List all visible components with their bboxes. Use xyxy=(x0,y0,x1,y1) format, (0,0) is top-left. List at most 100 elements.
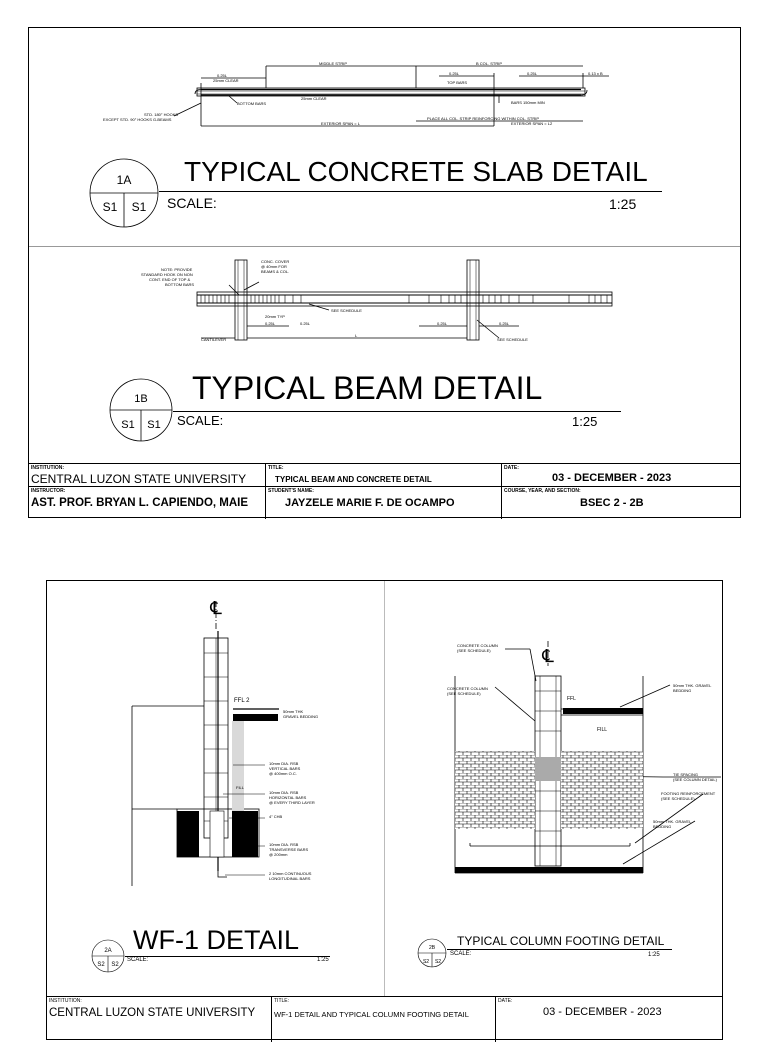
footing-ffl: FFL xyxy=(567,696,576,702)
footing-gravel-bottom xyxy=(455,867,643,873)
beam-note-3: CONT. END OF TOP & xyxy=(149,277,190,282)
beam-cover-2: @ 40mm FOR xyxy=(261,264,287,269)
beam-l-c: 0.25L xyxy=(437,321,448,326)
wf1-scale-label: SCALE: xyxy=(127,957,149,963)
footing-reinf-2: (SEE SCHEDULE) xyxy=(661,796,695,801)
footing-col1: CONCRETE COLUMN xyxy=(457,643,498,648)
slab-bubble-number: 1A xyxy=(117,173,132,187)
tb2-institution: CENTRAL LUZON STATE UNIVERSITY xyxy=(49,1007,256,1019)
slab-bubble-sheet-left: S1 xyxy=(103,200,118,214)
footing-bubble-sheet-left: S2 xyxy=(423,959,429,965)
footing-detail-title: TYPICAL COLUMN FOOTING DETAIL xyxy=(457,934,665,948)
beam-note-1: NOTE: PROVIDE xyxy=(161,267,193,272)
beam-cover-3: BEAMS & COL. xyxy=(261,269,289,274)
tb2-title: WF-1 DETAIL AND TYPICAL COLUMN FOOTING D… xyxy=(274,1010,469,1019)
column-footing-drawing: ℄ CONCRETE COLUMN (SEE SCHEDULE) CONCRET… xyxy=(447,641,721,874)
footing-hatch-right xyxy=(561,751,643,829)
wf1-fill: FILL xyxy=(236,785,245,790)
slab-l4-c: 0.25L xyxy=(527,71,538,76)
slab-exterior-span2: EXTERIOR SPAN = L2 xyxy=(511,121,553,126)
slab-l4-b: 0.25L xyxy=(449,71,460,76)
footing-scale-label: SCALE: xyxy=(450,951,472,957)
beam-scale-label: SCALE: xyxy=(177,413,224,428)
footing-bubble-sheet-right: S2 xyxy=(435,959,441,965)
wf1-trans-3: @ 200mm xyxy=(269,852,288,857)
slab-hooks: STD. 180° HOOKS xyxy=(144,112,178,117)
footing-bubble-number: 2B xyxy=(429,945,436,951)
beam-l-a: 0.25L xyxy=(265,321,276,326)
footing-fill: FILL xyxy=(597,727,607,733)
slab-bottom-bars: BOTTOM BARS xyxy=(237,101,266,106)
slab-detail-title: TYPICAL CONCRETE SLAB DETAIL xyxy=(184,156,648,187)
tb1-course: BSEC 2 - 2B xyxy=(580,497,644,509)
slab-clear-a: 25mm CLEAR xyxy=(213,78,239,83)
tb2-title-label: TITLE: xyxy=(274,998,290,1004)
slab-min-bars: BARS 150mm MIN xyxy=(511,100,545,105)
footing-gravel-2: BEDDING xyxy=(673,688,691,693)
tb1-title: TYPICAL BEAM AND CONCRETE DETAIL xyxy=(275,475,432,484)
tb2-date: 03 - DECEMBER - 2023 xyxy=(543,1006,662,1018)
wf1-trans-2: TRANSVERSE BARS xyxy=(269,847,308,852)
footing-scale-value: 1:25 xyxy=(648,952,660,958)
footing-tie-1: TIE SPACING xyxy=(673,772,698,777)
title-block-1: INSTITUTION: CENTRAL LUZON STATE UNIVERS… xyxy=(29,463,740,519)
wf1-ffl: FFL 2 xyxy=(234,698,250,704)
beam-bubble-sheet-left: S1 xyxy=(121,419,134,431)
tb1-instructor-label: INSTRUCTOR: xyxy=(31,488,66,494)
wf1-horiz-1: 10mm DIA. RSB xyxy=(269,790,299,795)
beam-l-d: 0.25L xyxy=(499,321,510,326)
footing-hatch-left xyxy=(455,751,535,829)
slab-scale-label: SCALE: xyxy=(167,195,217,211)
tb1-date-label: DATE: xyxy=(504,465,519,471)
wf1-long-2: LONGITUDINAL BARS xyxy=(269,876,311,881)
footing-col2: CONCRETE COLUMN xyxy=(447,686,488,691)
beam-typ: 20mm TYP xyxy=(265,314,285,319)
tb1-student-label: STUDENT'S NAME: xyxy=(268,488,314,494)
tb1-student: JAYZELE MARIE F. DE OCAMPO xyxy=(285,497,455,509)
beam-l-main: L xyxy=(355,333,358,338)
beam-scale-value: 1:25 xyxy=(572,414,598,429)
wf1-horiz-3: @ EVERY THIRD LAYER xyxy=(269,800,315,805)
slab-l4-a: 0.25L xyxy=(217,73,228,78)
beam-bubble-number: 1B xyxy=(134,393,147,405)
wf1-section-drawing: ℄ FFL 2 50mm THK GRAVEL BEDDING 10mm DIA… xyxy=(131,598,318,886)
tb1-title-label: TITLE: xyxy=(268,465,284,471)
slab-middle-strip: MIDDLE STRIP xyxy=(319,61,347,66)
slab-except: EXCEPT STD. 90° HOOKS G-BEAMS xyxy=(103,117,172,122)
slab-col-strip: B COL. STRIP xyxy=(476,61,502,66)
beam-see-schedule-2: SEE SCHEDULE xyxy=(497,337,528,342)
tb1-institution: CENTRAL LUZON STATE UNIVERSITY xyxy=(31,472,247,486)
tb1-date: 03 - DECEMBER - 2023 xyxy=(552,472,672,484)
footing-gravel-1: 50mm THK. GRAVEL xyxy=(673,683,712,688)
tb2-institution-label: INSTITUTION: xyxy=(49,998,82,1004)
footing-tie-2: (SEE COLUMN DETAIL) xyxy=(673,777,718,782)
wf1-gravel-bed xyxy=(233,714,278,721)
wf1-bubble-sheet-left: S2 xyxy=(97,962,105,968)
slab-bubble-sheet-right: S1 xyxy=(132,200,147,214)
beam-cover-1: CONC. COVER xyxy=(261,259,289,264)
beam-l-b: 0.25L xyxy=(300,321,311,326)
footing-gravel-b1: 50mm THK. GRAVEL xyxy=(653,819,692,824)
wf1-detail-bubble: 2A S2 S2 xyxy=(91,939,125,973)
wf1-chb: 4" CHB xyxy=(269,814,283,819)
wf1-vert-1: 10mm DIA. RSB xyxy=(269,761,299,766)
slab-detail-bubble: 1A S1 S1 xyxy=(89,158,159,228)
wf1-scale-value: 1:25 xyxy=(317,957,329,963)
beam-bubble-sheet-right: S1 xyxy=(147,419,160,431)
tb2-date-label: DATE: xyxy=(498,998,513,1004)
beam-detail-bubble: 1B S1 S1 xyxy=(109,378,173,442)
wf1-gravel-1: 50mm THK xyxy=(283,709,303,714)
beam-detail-title: TYPICAL BEAM DETAIL xyxy=(192,370,543,406)
title-block-2: INSTITUTION: CENTRAL LUZON STATE UNIVERS… xyxy=(47,996,722,1042)
tb1-course-label: COURSE, YEAR, AND SECTION: xyxy=(504,488,581,494)
beam-cantilever: CANTILEVER xyxy=(201,337,226,342)
wf1-long-1: 2 10mm CONTINUOUS xyxy=(269,871,312,876)
sheet-1: MIDDLE STRIP B COL. STRIP 0.25L 0.25L 0.… xyxy=(28,27,741,519)
beam-note-4: BOTTOM BARS xyxy=(165,282,194,287)
wf1-bubble-number: 2A xyxy=(104,948,111,954)
beam-elevation-drawing: NOTE: PROVIDE STANDARD HOOK ON NON CONT.… xyxy=(141,259,613,342)
footing-gravel-b2: BEDDING xyxy=(653,824,671,829)
slab-top-bars: TOP BARS xyxy=(447,80,467,85)
footing-col2b: (SEE SCHEDULE) xyxy=(447,691,481,696)
footing-reinf-1: FOOTING REINFORCEMENT xyxy=(661,791,716,796)
